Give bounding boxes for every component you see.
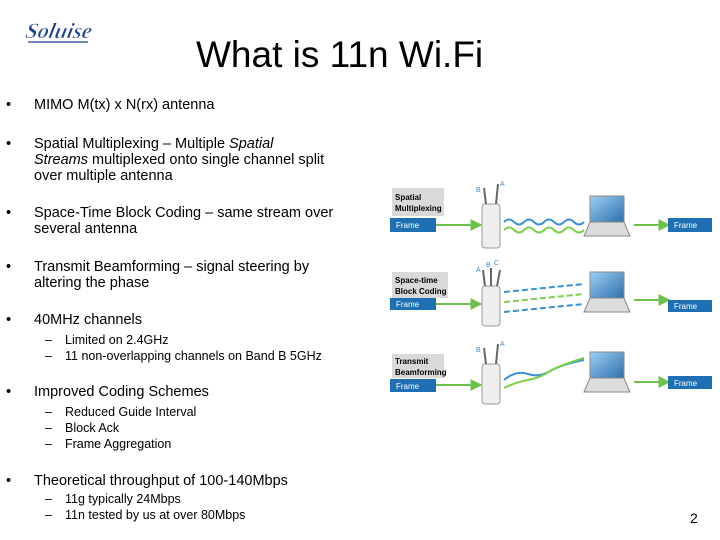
soluise-logo: Soluise [23,18,92,43]
bullet-text: Transmit Beamforming – signal steering b… [34,259,310,291]
antenna-label: B [476,187,481,194]
bullet-marker: • [6,312,12,328]
frame-label: Frame [674,379,698,388]
frame-label: Frame [674,221,698,230]
frame-in: Frame [390,218,436,232]
bullet-marker: • [6,97,12,113]
row-spatial-multiplexing: Spatial Multiplexing Frame B A Frame [390,181,712,249]
logo-text: Soluise [23,18,92,43]
sub-text: 11n tested by us at over 80Mbps [65,508,246,522]
bullet-text: multiplexed onto single channel split [92,152,325,168]
bullet-spatial-multiplexing: • Spatial Multiplexing – Multiple Spatia… [6,136,366,184]
laptop-icon [583,195,631,237]
row-label-line: Multiplexing [395,204,442,213]
row-label: Spatial Multiplexing [392,188,444,216]
antenna-label: B [486,262,491,269]
router-icon: A B C [476,260,501,327]
bullet-text: Theoretical throughput of 100-140Mbps [34,473,288,489]
sub-text: Limited on 2.4GHz [65,333,169,347]
row-space-time-block-coding: Space-time Block Coding Frame A B C Fram… [390,260,712,327]
row-label: Space-time Block Coding [392,272,448,298]
row-transmit-beamforming: Transmit Beamforming Frame B A Frame [390,341,712,405]
sub-text: 11 non-overlapping channels on Band B 5G… [65,349,322,363]
antenna-label: C [494,260,499,267]
mimo-diagram: Spatial Multiplexing Frame B A Frame [390,181,712,405]
bullet-text: Spatial Multiplexing – Multiple [34,136,226,152]
bullet-marker: • [6,384,12,400]
row-label-line: Transmit [395,357,429,366]
bullet-text: over multiple antenna [34,168,173,184]
frame-out: Frame [668,300,712,312]
router-icon: B A [476,341,505,405]
antenna-label: A [500,341,505,348]
bullet-marker: • [6,259,12,275]
router-icon: B A [476,181,505,249]
sub-text: Reduced Guide Interval [65,405,197,419]
frame-in: Frame [390,298,436,310]
bullet-text: MIMO M(tx) x N(rx) antenna [34,97,215,113]
sub-marker: – [45,349,52,363]
sub-marker: – [45,492,52,506]
frame-out: Frame [668,376,712,389]
frame-out: Frame [668,218,712,232]
sub-marker: – [45,405,52,419]
row-label-line: Block Coding [395,287,447,296]
antenna-label: A [500,181,505,188]
row-label: Transmit Beamforming [392,354,447,378]
row-label-line: Space-time [395,276,438,285]
sub-marker: – [45,508,52,522]
slide-title: What is 11n Wi.Fi [196,34,484,75]
sub-text: 11g typically 24Mbps [65,492,181,506]
frame-label: Frame [396,382,420,391]
sub-marker: – [45,421,52,435]
bullet-text: Improved Coding Schemes [34,384,209,400]
frame-in: Frame [390,379,436,392]
bullet-text-italic: Spatial [229,136,274,152]
bullet-text-italic: Streams [34,152,88,168]
sub-marker: – [45,437,52,451]
row-label-line: Spatial [395,193,421,202]
frame-label: Frame [674,302,698,311]
page-number: 2 [690,510,698,526]
bullet-marker: • [6,136,12,152]
frame-label: Frame [396,300,420,309]
bullet-marker: • [6,205,12,221]
sub-text: Block Ack [65,421,120,435]
antenna-label: B [476,347,481,354]
laptop-icon [583,351,631,393]
bullet-text: Space-Time Block Coding – same stream ov… [34,205,334,237]
bullet-text: 40MHz channels [34,312,142,328]
antenna-label: A [476,267,481,274]
sub-text: Frame Aggregation [65,437,172,451]
bullet-marker: • [6,473,12,489]
frame-label: Frame [396,221,420,230]
row-label-line: Beamforming [395,368,447,377]
laptop-icon [583,271,631,313]
sub-marker: – [45,333,52,347]
bullet-text-block: Spatial Multiplexing – Multiple Spatial … [34,136,364,184]
